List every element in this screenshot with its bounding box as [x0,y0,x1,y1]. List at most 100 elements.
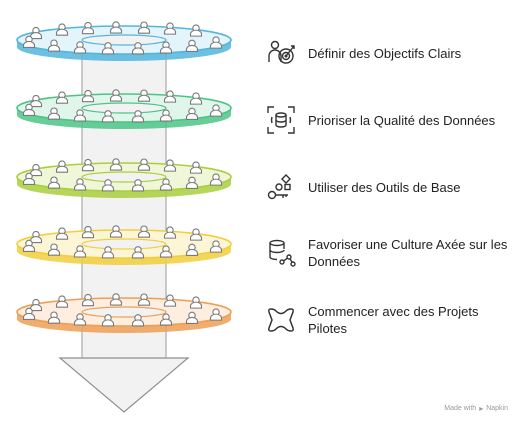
person-icon [185,176,199,189]
person-icon [22,239,36,252]
person-icon [209,173,223,186]
tier-item-1: Définir des Objectifs Clairs [264,36,522,70]
person-icon [189,161,203,174]
person-icon [159,41,173,54]
tier-label-2: Prioriser la Qualité des Données [308,112,496,128]
person-icon [137,225,151,238]
person-icon [101,110,115,123]
person-icon [101,246,115,259]
person-icon [109,225,123,238]
target-person-icon [264,36,298,70]
person-icon [189,24,203,37]
person-icon [101,179,115,192]
person-icon [47,176,61,189]
person-icon [163,294,177,307]
person-icon [109,89,123,102]
down-arrow [58,357,190,413]
person-icon [81,225,95,239]
person-icon [29,298,43,312]
tools-key-icon [264,170,298,204]
person-icon [137,21,151,34]
person-icon [159,178,173,191]
footer-brand: Napkin [486,405,508,412]
tier-label-5: Commencer avec des Projets Pilotes [308,304,479,336]
person-icon [159,313,173,326]
person-icon [55,295,69,308]
tier-ring-2 [16,89,232,129]
person-icon [131,314,145,327]
person-icon [22,172,36,185]
tier-item-4: Favoriser une Culture Axée sur les Donné… [264,236,522,270]
person-icon [209,240,223,253]
person-icon [131,246,145,259]
person-icon [159,245,173,258]
person-icon [22,307,36,320]
person-icon [29,163,43,177]
person-icon [73,109,87,122]
person-icon [163,90,177,103]
person-icon [73,178,87,191]
pilot-badge-icon [264,303,298,337]
person-icon [163,226,177,239]
person-icon [185,39,199,52]
person-icon [209,104,223,117]
database-network-icon [264,236,298,270]
tier-label-3: Utiliser des Outils de Base [308,179,461,195]
tier-ring-4 [16,225,232,265]
person-icon [73,313,87,326]
person-icon [73,245,87,258]
tier-ring-5 [16,293,232,333]
person-icon [55,227,69,240]
person-icon [22,35,36,48]
person-icon [55,160,69,173]
footer-text: Made with [444,405,477,412]
tier-label-4: Favoriser une Culture Axée sur les Donné… [308,237,508,269]
person-icon [137,89,151,102]
person-icon [109,158,123,171]
person-icon [29,26,43,40]
tier-ring-3 [16,158,232,198]
tier-ring-1 [16,21,232,61]
person-icon [47,39,61,52]
person-icon [81,158,95,172]
person-icon [137,158,151,171]
footer-watermark: Made with ▸ Napkin [444,404,508,413]
tier-item-3: Utiliser des Outils de Base [264,170,522,204]
person-icon [101,42,115,55]
tier-label-1: Définir des Objectifs Clairs [308,45,462,61]
person-icon [29,230,43,244]
person-icon [137,293,151,306]
tier-item-2: Prioriser la Qualité des Données [264,103,522,137]
person-icon [47,311,61,324]
person-icon [159,109,173,122]
person-icon [73,41,87,54]
person-icon [185,311,199,324]
person-icon [101,314,115,327]
tier-item-5: Commencer avec des Projets Pilotes [264,303,522,337]
person-icon [47,107,61,120]
napkin-logo-icon: ▸ [479,404,484,413]
person-icon [55,91,69,104]
person-icon [81,21,95,35]
person-icon [131,42,145,55]
person-icon [131,110,145,123]
person-icon [189,92,203,105]
person-icon [55,23,69,36]
person-icon [109,293,123,306]
person-icon [163,22,177,35]
database-scan-icon [264,103,298,137]
person-icon [109,21,123,34]
person-icon [185,243,199,256]
person-icon [209,36,223,49]
person-icon [209,308,223,321]
person-icon [189,228,203,241]
person-icon [81,89,95,103]
person-icon [185,107,199,120]
person-icon [47,243,61,256]
person-icon [131,179,145,192]
person-icon [189,296,203,309]
person-icon [163,159,177,172]
person-icon [22,103,36,116]
person-icon [81,293,95,307]
